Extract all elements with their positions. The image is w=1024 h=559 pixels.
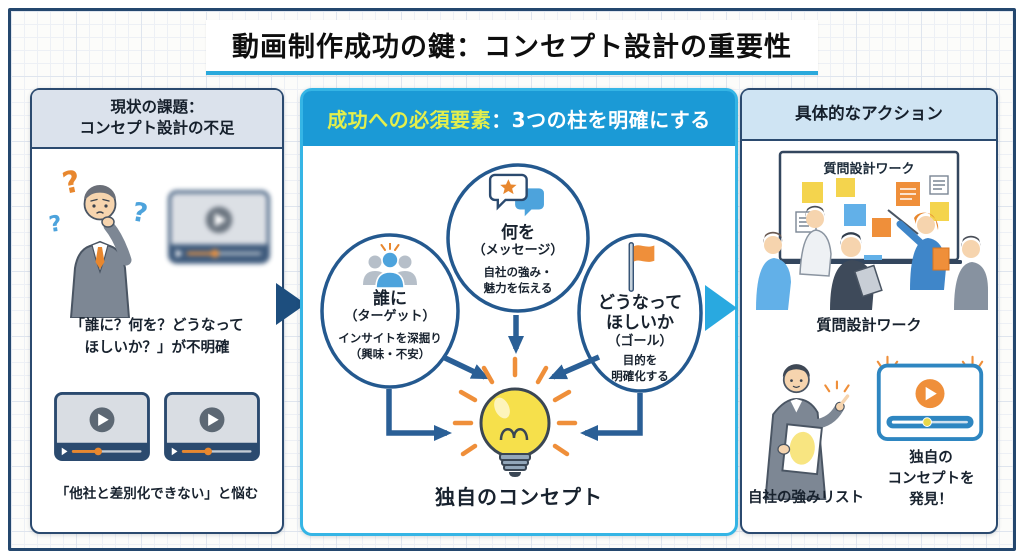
flag-icon xyxy=(628,242,655,292)
actions-panel: 具体的なアクション 質問設計ワーク xyxy=(740,88,998,534)
goal-circle-subtitle: （ゴール） xyxy=(607,333,673,349)
video-player-icon xyxy=(54,392,150,461)
goal-circle-desc: 目的を 明確化する xyxy=(611,352,669,383)
what-circle xyxy=(446,163,590,313)
what-circle-content: 何を （メッセージ） 自社の強み・ 魅力を伝える xyxy=(446,173,590,296)
what-circle-subtitle: （メッセージ） xyxy=(472,243,564,259)
page-title: 動画制作成功の鍵：コンセプト設計の重要性 xyxy=(206,20,818,75)
who-circle xyxy=(320,233,460,389)
goal-circle xyxy=(577,233,703,393)
who-circle-subtitle: （ターゲット） xyxy=(344,309,436,325)
goal-circle-content: どうなって ほしいか （ゴール） 目的を 明確化する xyxy=(580,241,700,384)
workshop-people-icon xyxy=(756,205,988,310)
svg-text:?: ? xyxy=(59,164,83,202)
speech-bubbles-star-icon xyxy=(488,173,544,217)
elbow-arrow-who-to-bulb xyxy=(386,389,452,441)
lightbulb-icon xyxy=(452,356,578,477)
header-highlight-text: 成功への必須要素 xyxy=(327,108,492,132)
current-issues-panel: 現状の課題： コンセプト設計の不足 ? ? ? xyxy=(30,88,284,534)
problem-unclear-caption: 「誰に？何を？どうなって ほしいか？」が不明確 xyxy=(70,318,244,356)
what-circle-title: 何を xyxy=(501,223,535,243)
arrow-goal-to-bulb xyxy=(548,354,601,380)
blurred-video-player-icon xyxy=(168,190,270,264)
header-rest-text: ：3つの柱を明確にする xyxy=(491,108,711,132)
people-group-icon xyxy=(363,243,417,289)
goal-circle-title: どうなって ほしいか xyxy=(597,293,683,334)
workshop-whiteboard-scene: 質問設計ワーク xyxy=(756,150,988,310)
strengths-list-man-icon xyxy=(764,364,850,500)
discovery-caption: 独自の コンセプトを 発見！ xyxy=(887,450,975,509)
who-circle-desc: インサイトを深掘り （興味・不安） xyxy=(338,331,442,362)
confused-businessman-icon: ? ? ? xyxy=(47,164,150,318)
svg-text:?: ? xyxy=(47,211,63,238)
flow-arrow-right-icon xyxy=(705,285,737,331)
whiteboard-title: 質問設計ワーク xyxy=(823,161,914,177)
pillars-diagram xyxy=(320,163,703,477)
svg-text:?: ? xyxy=(130,197,150,229)
what-circle-desc: 自社の強み・ 魅力を伝える xyxy=(483,265,553,296)
success-pillars-header: 成功への必須要素：3つの柱を明確にする xyxy=(303,91,735,146)
who-circle-title: 誰に xyxy=(373,289,407,309)
current-issues-header: 現状の課題： コンセプト設計の不足 xyxy=(32,90,282,149)
arrow-who-to-bulb xyxy=(441,354,490,380)
video-player-icon xyxy=(164,392,260,461)
elbow-arrow-goal-to-bulb xyxy=(580,393,643,441)
who-circle-content: 誰に （ターゲット） インサイトを深掘り （興味・不安） xyxy=(322,243,458,362)
actions-header: 具体的なアクション xyxy=(742,90,996,142)
success-pillars-panel: 成功への必須要素：3つの柱を明確にする xyxy=(300,88,738,536)
unique-concept-caption: 独自のコンセプト xyxy=(435,485,603,509)
workshop-caption: 質問設計ワーク xyxy=(816,316,922,334)
concept-video-player-icon xyxy=(876,355,984,441)
strengths-caption: 自社の強みリスト xyxy=(748,490,864,506)
problem-differentiation-caption: 「他社と差別化できない」と悩む xyxy=(55,486,259,502)
